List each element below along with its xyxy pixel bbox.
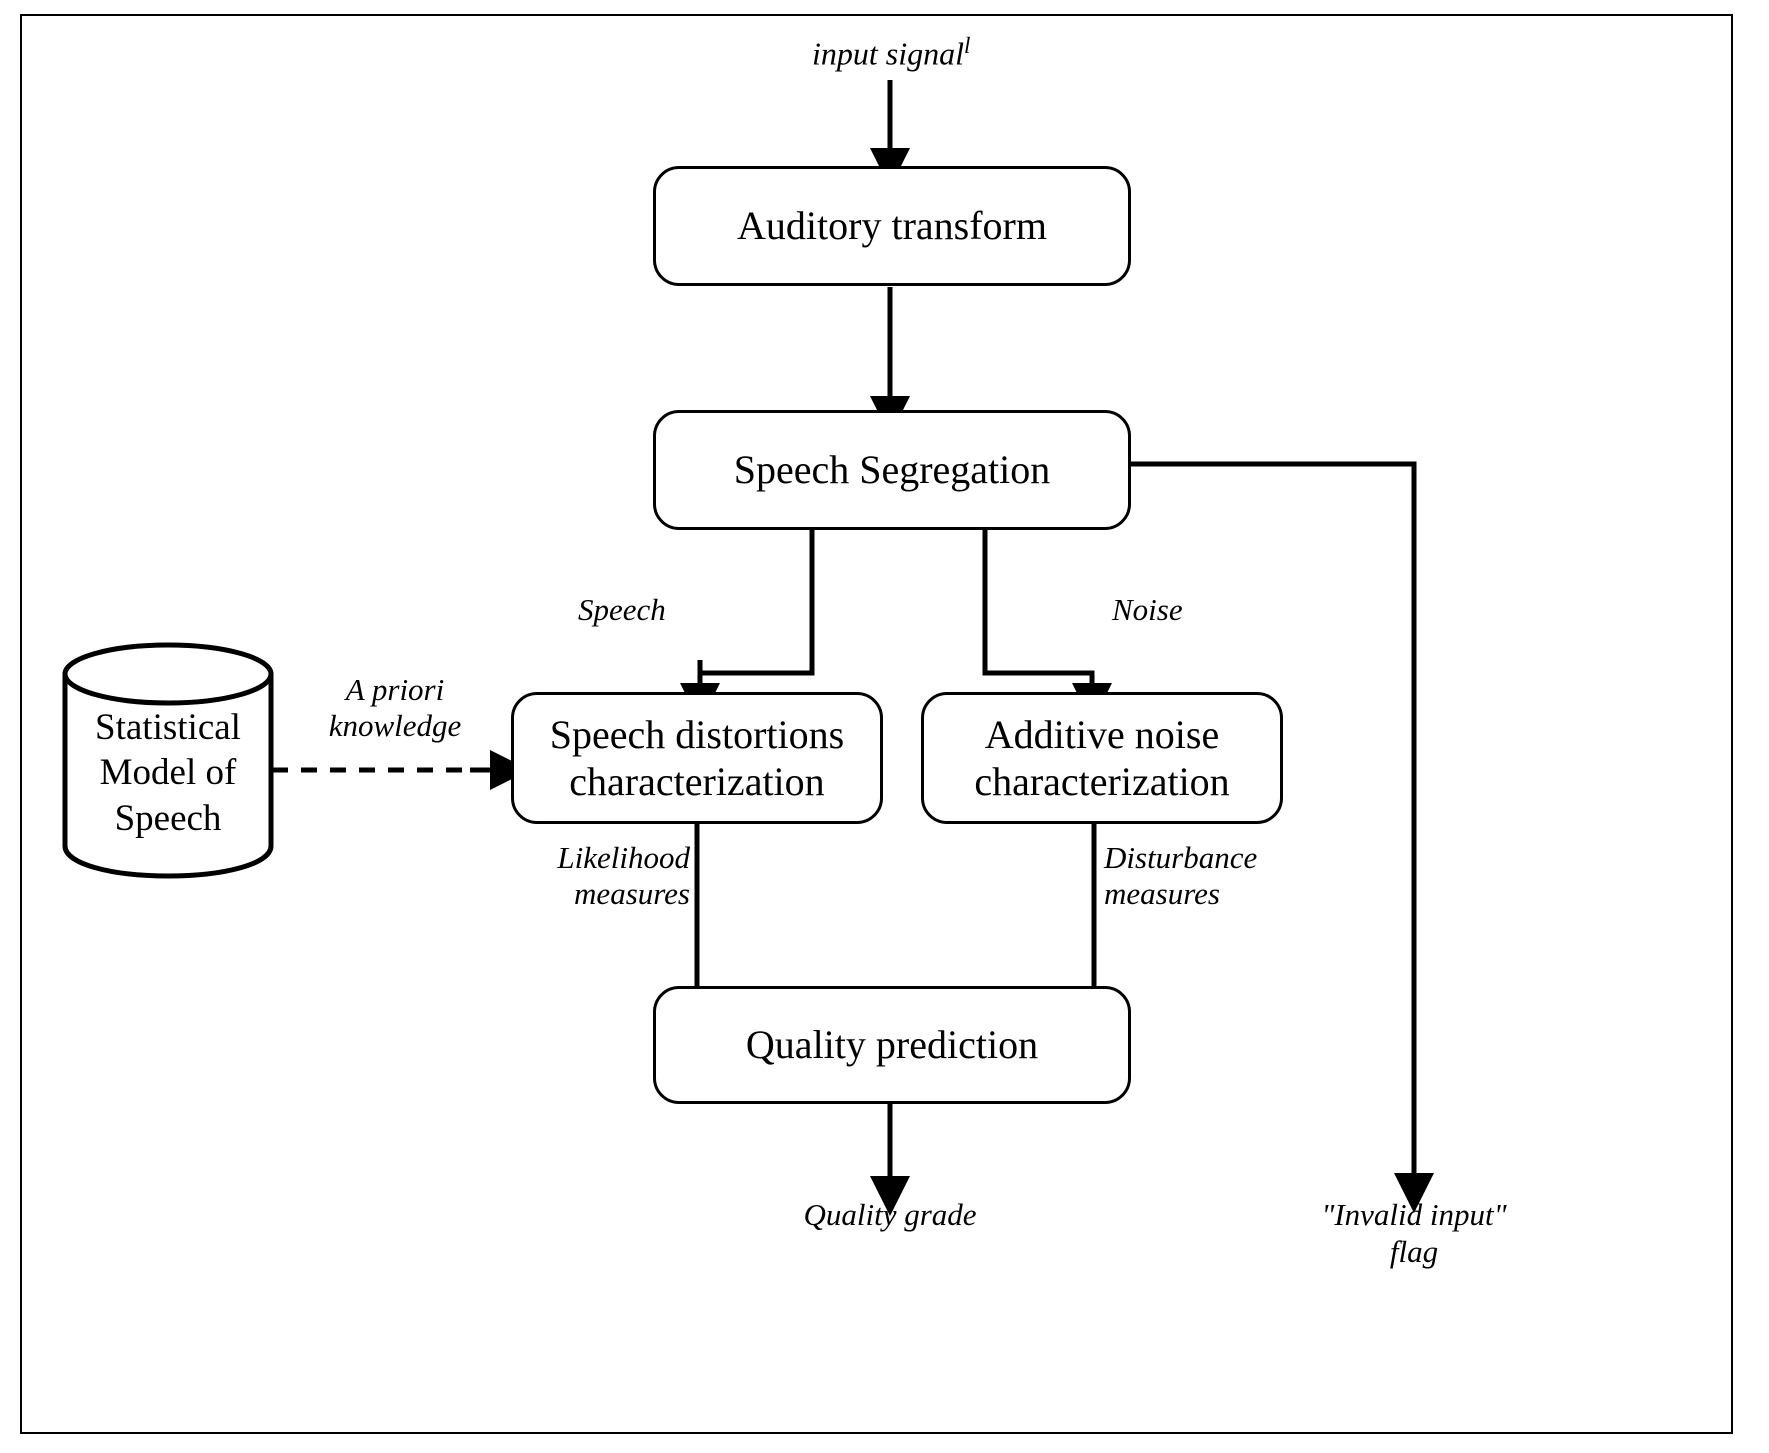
- node-speech-segregation-label: Speech Segregation: [733, 447, 1051, 493]
- edge-label-a-priori-knowledge: A priori knowledge: [328, 672, 462, 743]
- edge-label-noise: Noise: [1112, 592, 1183, 627]
- node-quality-prediction-label: Quality prediction: [745, 1022, 1039, 1068]
- node-auditory-transform-label: Auditory transform: [737, 203, 1047, 249]
- edge-label-speech: Speech: [578, 592, 666, 627]
- edge-label-disturbance-measures: Disturbance measures: [1104, 840, 1258, 911]
- input-signal-superscript: l: [964, 32, 971, 58]
- input-signal-label: input signall: [812, 32, 970, 73]
- node-speech-distortions-label: Speech distortions characterization: [549, 711, 845, 804]
- output-label-quality-grade: Quality grade: [803, 1197, 977, 1232]
- node-speech-distortions-characterization[interactable]: Speech distortions characterization: [511, 692, 883, 824]
- node-speech-segregation[interactable]: Speech Segregation: [653, 410, 1131, 530]
- edge-label-likelihood-measures: Likelihood measures: [557, 840, 690, 911]
- node-additive-noise-characterization[interactable]: Additive noise characterization: [921, 692, 1283, 824]
- input-signal-text: input signal: [812, 35, 965, 72]
- node-additive-noise-label: Additive noise characterization: [974, 711, 1230, 804]
- node-statistical-model-of-speech[interactable]: Statistical Model of Speech: [60, 640, 276, 880]
- statistical-model-label: Statistical Model of Speech: [95, 707, 241, 839]
- node-quality-prediction[interactable]: Quality prediction: [653, 986, 1131, 1104]
- cylinder-shape: [62, 642, 274, 879]
- output-label-invalid-input-flag: "Invalid input" flag: [1321, 1197, 1507, 1270]
- node-auditory-transform[interactable]: Auditory transform: [653, 166, 1131, 286]
